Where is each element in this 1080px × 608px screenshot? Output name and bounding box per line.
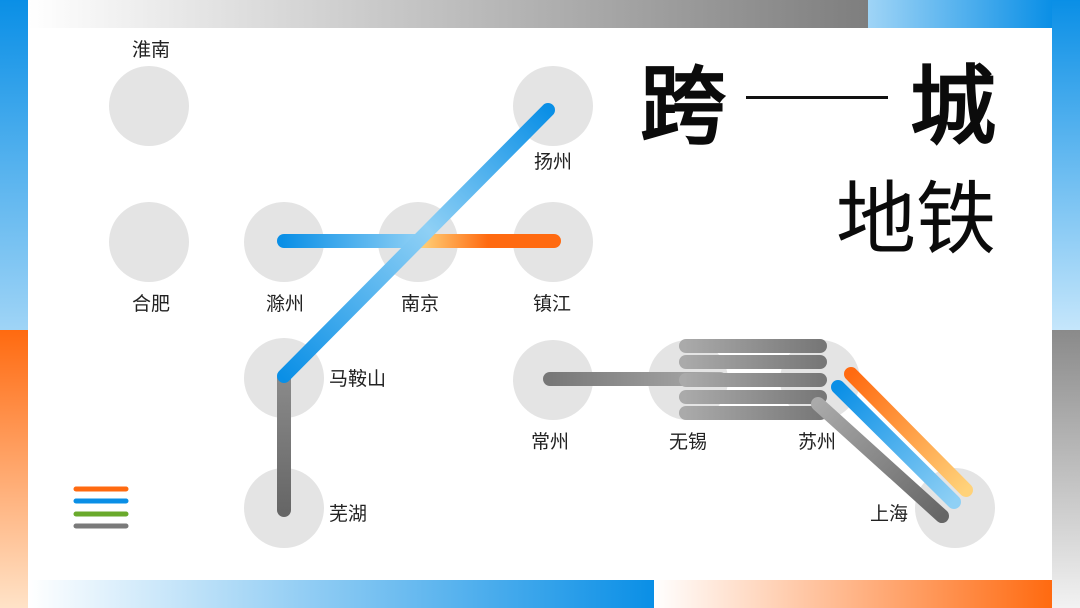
line-suzhou-shanghai-orange bbox=[844, 367, 973, 497]
top-gray-decor-bar bbox=[28, 0, 868, 28]
left-bottom-decor-bar bbox=[0, 330, 28, 608]
station-label-suzhou: 苏州 bbox=[798, 431, 836, 453]
left-top-decor-bar bbox=[0, 0, 28, 330]
bottom-blue-decor-bar bbox=[28, 580, 654, 608]
line-suzhou-shanghai-blue bbox=[831, 380, 961, 509]
station-label-shanghai: 上海 bbox=[870, 503, 908, 525]
station-label-yangzhou: 扬州 bbox=[534, 151, 572, 173]
right-top-decor-bar bbox=[1052, 0, 1080, 330]
station-label-changzhou: 常州 bbox=[531, 431, 569, 453]
line-wuxi-suzhou-bundle bbox=[679, 339, 827, 420]
right-bottom-decor-bar bbox=[1052, 330, 1080, 608]
title-word-ditie: 地铁 bbox=[836, 173, 996, 266]
top-blue-decor-bar bbox=[868, 0, 1052, 28]
station-label-zhenjiang: 镇江 bbox=[533, 293, 571, 315]
bottom-orange-decor-bar bbox=[654, 580, 1052, 608]
station-label-maanshan: 马鞍山 bbox=[329, 368, 386, 390]
station-label-huainan: 淮南 bbox=[132, 39, 170, 61]
station-label-hefei: 合肥 bbox=[132, 293, 170, 315]
line-yangzhou-maanshan bbox=[277, 103, 555, 383]
line-suzhou-shanghai-gray bbox=[811, 397, 949, 523]
station-label-wuxi: 无锡 bbox=[669, 431, 707, 453]
legend bbox=[73, 486, 129, 529]
station-label-chuzhou: 滁州 bbox=[266, 293, 304, 315]
title-word-cheng: 城 bbox=[910, 57, 996, 157]
station-label-wuhu: 芜湖 bbox=[329, 503, 367, 525]
title-word-kua: 跨 bbox=[640, 57, 726, 157]
title-connector-line bbox=[746, 96, 888, 99]
station-label-nanjing: 南京 bbox=[401, 293, 439, 315]
